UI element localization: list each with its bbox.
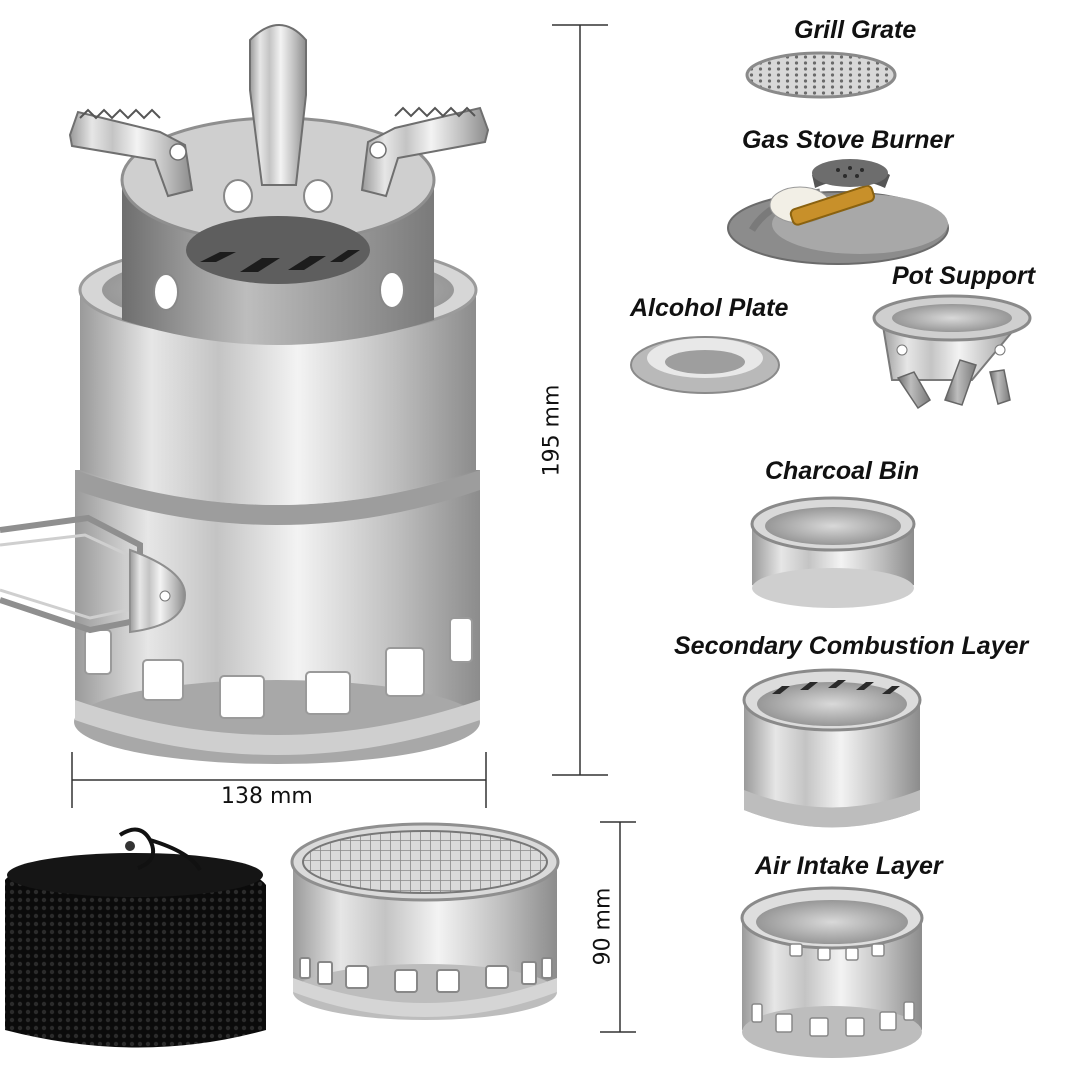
- gas-burner-image: [727, 159, 949, 265]
- alcohol-plate-label: Alcohol Plate: [630, 294, 789, 322]
- alcohol-plate-image: [630, 336, 780, 394]
- gas-stove-burner-label: Gas Stove Burner: [742, 126, 954, 154]
- charcoal-bin-label: Charcoal Bin: [765, 457, 920, 485]
- grill-grate-label: Grill Grate: [794, 16, 917, 44]
- charcoal-bin-image: [750, 496, 916, 608]
- pot-support-image: [872, 294, 1032, 410]
- air-intake-layer-image: [740, 886, 924, 1058]
- grill-grate-image: [745, 51, 897, 99]
- secondary-combustion-layer-image: [742, 668, 922, 828]
- main-stove: [0, 24, 490, 764]
- dimension-lines: [71, 24, 636, 1033]
- height-90-label: 90 mm: [590, 887, 616, 966]
- width-138-label: 138 mm: [221, 784, 313, 809]
- mesh-bag: [5, 827, 266, 1048]
- small-stove: [290, 822, 560, 1020]
- pot-support-label: Pot Support: [892, 262, 1036, 290]
- air-intake-layer-label: Air Intake Layer: [755, 852, 943, 880]
- height-195-label: 195 mm: [539, 384, 565, 477]
- secondary-combustion-layer-label: Secondary Combustion Layer: [674, 632, 1029, 660]
